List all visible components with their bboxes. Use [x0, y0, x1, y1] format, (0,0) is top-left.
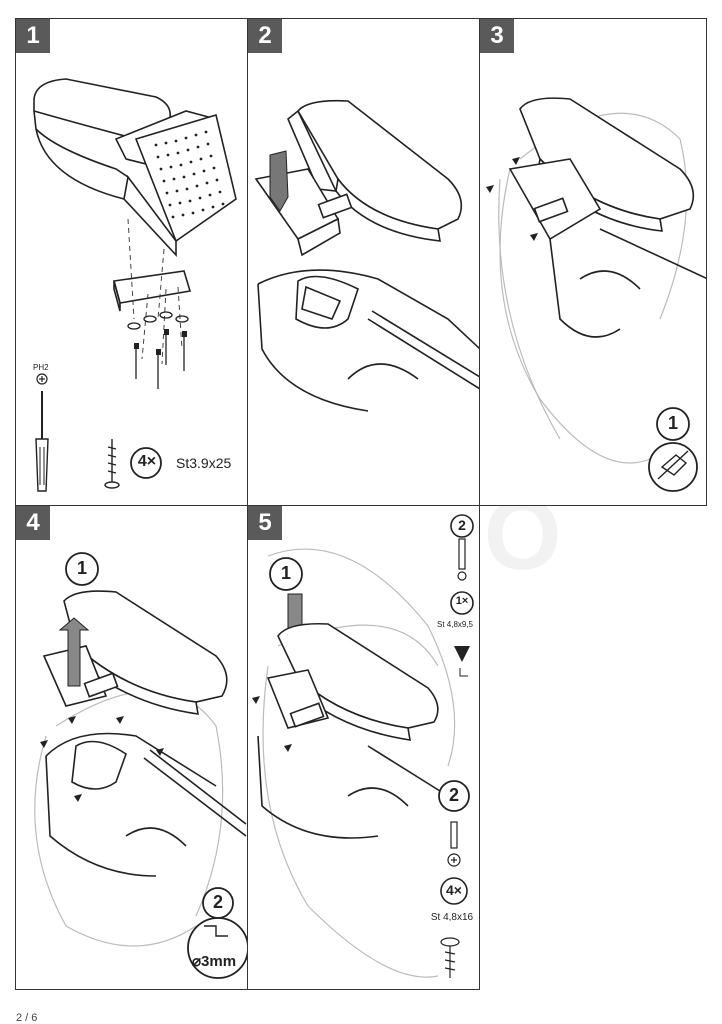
callout-number: 2 — [458, 517, 466, 533]
armrest-exploded-illustration — [33, 78, 237, 492]
step-3-panel: 3 1 — [479, 18, 707, 506]
step-2-panel: 2 — [247, 18, 480, 506]
armrest-mounting-illustration — [254, 99, 479, 412]
step-number: 4 — [16, 506, 50, 540]
armrest-removal-illustration — [34, 552, 247, 979]
screw-icon — [104, 439, 120, 489]
step-5-panel: 5 1 2 1× St 4,8x — [247, 505, 480, 990]
step-number: 5 — [248, 506, 282, 540]
callout-number: 1 — [76, 558, 87, 578]
step-1-panel: 1 — [15, 18, 248, 506]
tool-label: PH2 — [33, 363, 49, 372]
screw-spec: St 4,8x9,5 — [436, 620, 474, 629]
callout-number: 1 — [280, 563, 291, 583]
callout-number: 2 — [212, 892, 223, 912]
screw-quantity: 4× — [137, 453, 157, 470]
drill-size: ⌀3mm — [192, 953, 237, 970]
armrest-installation-illustration — [252, 514, 474, 978]
screw-quantity: 4× — [446, 882, 462, 898]
callout-number: 2 — [448, 785, 459, 805]
screwdriver-icon — [35, 373, 49, 492]
screw-spec: St3.9x25 — [176, 455, 232, 471]
armrest-positioning-illustration — [486, 97, 706, 492]
page-number: 2 / 6 — [16, 1012, 38, 1024]
step-4-panel: 4 1 2 ⌀3mm — [15, 505, 248, 990]
callout-number: 1 — [667, 413, 678, 433]
step-number: 3 — [480, 19, 514, 53]
step-number: 1 — [16, 19, 50, 53]
screw-spec: St 4,8x16 — [430, 912, 474, 923]
screw-quantity: 1× — [455, 595, 469, 607]
step-number: 2 — [248, 19, 282, 53]
